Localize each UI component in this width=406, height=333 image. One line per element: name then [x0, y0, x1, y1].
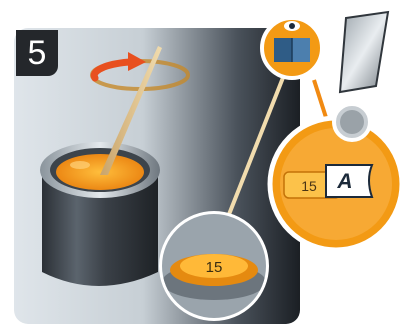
hand-icon	[340, 12, 388, 92]
callout-tag-number: 15	[296, 178, 322, 194]
paint-can	[40, 142, 160, 286]
step-number-badge: 5	[16, 30, 58, 76]
eye-icon	[284, 21, 300, 31]
lid-label: 15	[194, 259, 234, 276]
callout-flag-letter: A	[330, 170, 360, 194]
